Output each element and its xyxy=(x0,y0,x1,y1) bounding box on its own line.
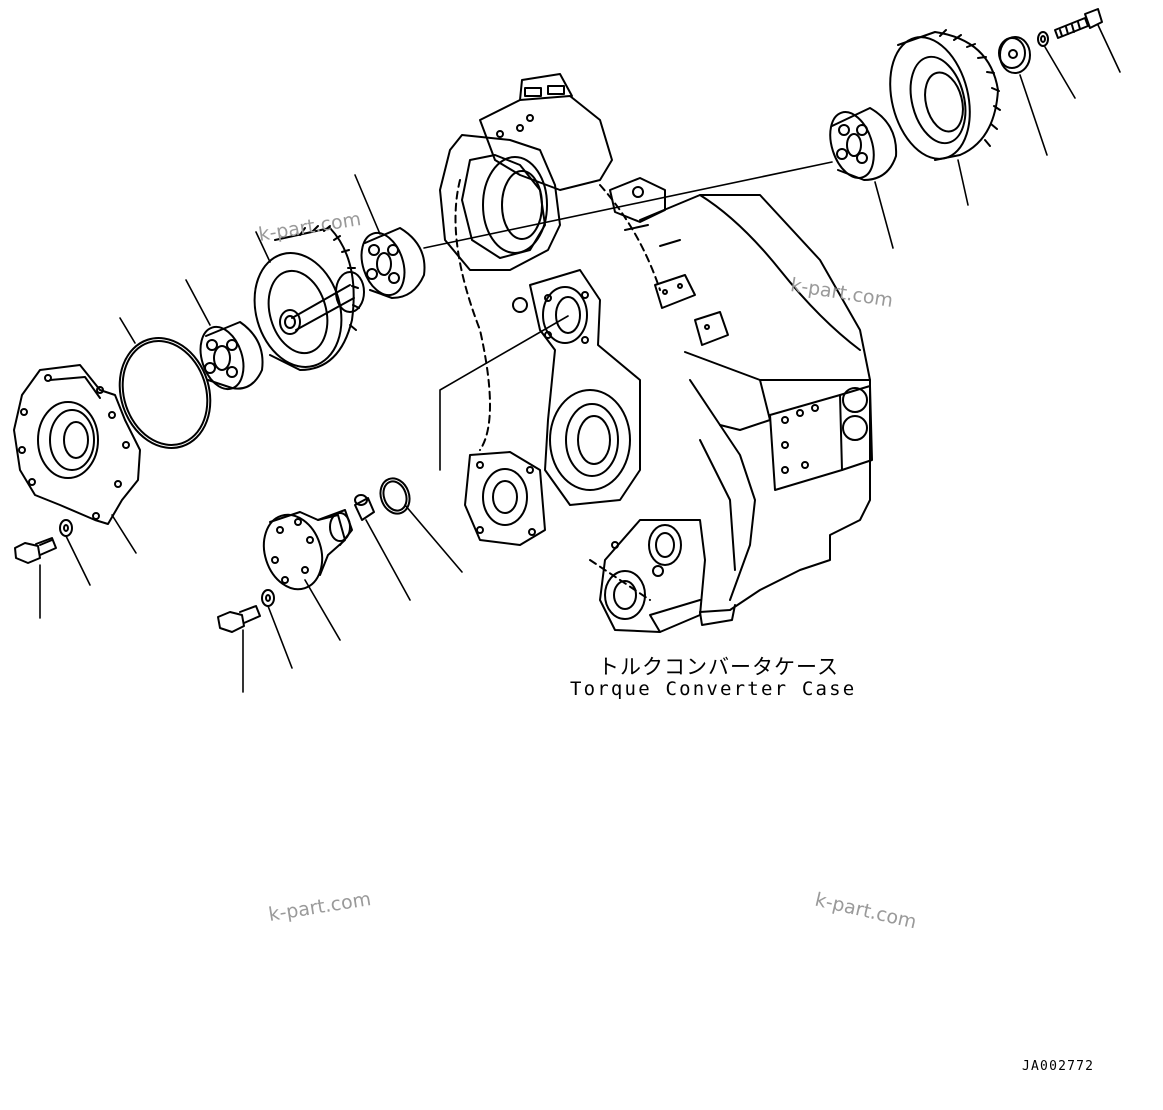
torque-converter-case xyxy=(440,74,872,632)
flange-shaft xyxy=(255,507,352,597)
thrust-washer xyxy=(999,37,1030,73)
washer-top-right xyxy=(1038,32,1048,46)
washer-left xyxy=(60,520,72,536)
bearing-left xyxy=(193,321,262,394)
bolt-top-right xyxy=(1055,9,1102,38)
washer-bottom xyxy=(262,590,274,606)
case-label-english: Torque Converter Case xyxy=(570,678,857,700)
bearing-upper-left xyxy=(354,227,424,300)
leader-lines xyxy=(40,25,1120,692)
gear-right xyxy=(878,29,1000,168)
case-label-japanese: トルクコンバータケース xyxy=(598,655,839,679)
o-ring-large xyxy=(106,326,224,460)
bolt-left xyxy=(15,538,56,563)
cover-plate xyxy=(14,365,140,524)
bearing-right xyxy=(822,106,896,183)
plug xyxy=(355,495,374,520)
o-ring-small xyxy=(376,474,415,517)
gear-center xyxy=(242,226,364,377)
drawing-code: JA002772 xyxy=(1022,1059,1095,1074)
bolt-bottom xyxy=(218,606,260,632)
